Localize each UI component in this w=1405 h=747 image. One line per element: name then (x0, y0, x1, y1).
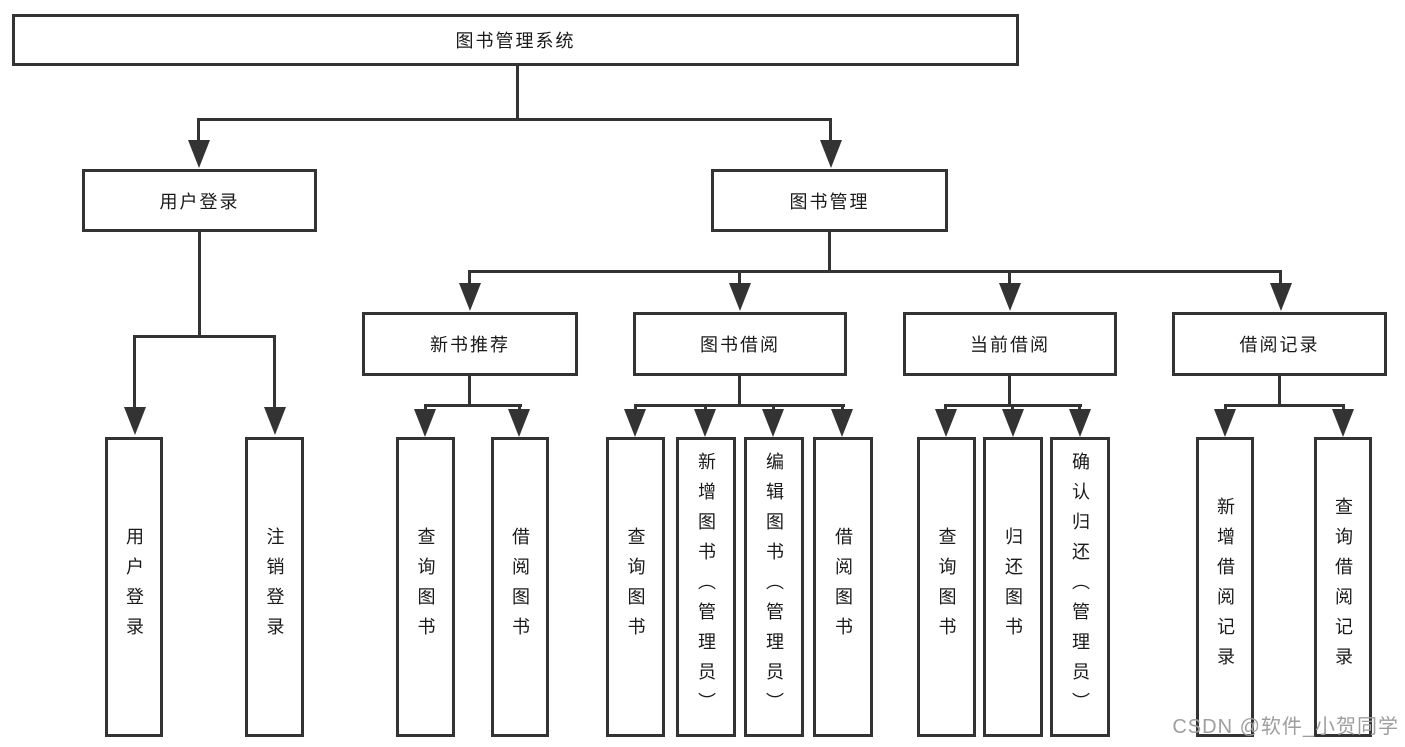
connector-line (738, 270, 741, 285)
node-label: 图书借阅 (700, 335, 780, 355)
connector-line (1011, 404, 1014, 411)
arrow-down-icon (1270, 283, 1292, 311)
node-label: 借阅图书 (510, 527, 530, 647)
arrow-down-icon (1332, 409, 1354, 437)
node-label: 借阅记录 (1239, 335, 1320, 355)
connector-line (424, 404, 427, 411)
connector-line (197, 118, 200, 142)
node-label: 图书管理 (789, 191, 870, 212)
arrow-down-icon (624, 409, 646, 437)
node-label: 新增借阅记录 (1215, 497, 1235, 677)
node-label: 查询图书 (936, 527, 957, 647)
connector-line (1078, 404, 1081, 411)
node-library-system: 图书管理系统 (12, 14, 1019, 66)
connector-line (772, 404, 775, 411)
node-borrow-records: 借阅记录 (1172, 312, 1387, 376)
connector-line (1008, 376, 1011, 406)
connector-line (468, 376, 471, 406)
node-label: 查询图书 (625, 527, 646, 647)
connector-line (273, 335, 276, 409)
connector-line (424, 404, 522, 407)
node-label: 确认归还（管理员） (1070, 452, 1090, 722)
arrow-down-icon (729, 283, 751, 311)
connector-line (1224, 404, 1227, 411)
node-label: 新增图书（管理员） (696, 452, 716, 722)
node-current-borrow: 当前借阅 (903, 312, 1117, 376)
node-book-management: 图书管理 (711, 169, 948, 232)
arrow-down-icon (694, 409, 716, 437)
node-label: 查询图书 (415, 527, 436, 647)
connector-line (133, 335, 276, 338)
arrow-down-icon (188, 140, 210, 168)
arrow-down-icon (459, 283, 481, 311)
arrow-down-icon (264, 407, 286, 435)
csdn-watermark: CSDN @软件_小贺同学 (1172, 716, 1399, 738)
connector-line (738, 376, 741, 406)
node-book-borrow: 图书借阅 (633, 312, 847, 376)
arrow-down-icon (935, 409, 957, 437)
connector-line (944, 404, 947, 411)
node-leaf-query-borrow-record: 查询借阅记录 (1314, 437, 1372, 737)
connector-line (1224, 404, 1345, 407)
node-leaf-add-borrow-record: 新增借阅记录 (1196, 437, 1254, 737)
node-leaf-borrow-book-2: 借阅图书 (813, 437, 873, 737)
connector-line (704, 404, 707, 411)
node-label: 编辑图书（管理员） (764, 452, 784, 722)
node-leaf-return-book: 归还图书 (983, 437, 1043, 737)
connector-line (828, 232, 831, 272)
connector-line (197, 118, 831, 121)
node-label: 当前借阅 (970, 335, 1050, 355)
node-leaf-add-book-admin: 新增图书（管理员） (676, 437, 736, 737)
connector-line (1278, 376, 1281, 406)
connector-line (518, 404, 521, 411)
arrow-down-icon (999, 283, 1021, 311)
node-label: 注销登录 (264, 527, 285, 647)
node-label: 归还图书 (1003, 527, 1023, 647)
node-new-book-recommend: 新书推荐 (362, 312, 578, 376)
connector-line (198, 232, 201, 337)
arrow-down-icon (1214, 409, 1236, 437)
node-leaf-borrow-book-1: 借阅图书 (491, 437, 549, 737)
connector-line (468, 270, 471, 285)
node-label: 用户登录 (159, 191, 240, 212)
connector-line (516, 66, 519, 118)
arrow-down-icon (124, 407, 146, 435)
connector-line (1008, 270, 1011, 285)
node-leaf-edit-book-admin: 编辑图书（管理员） (744, 437, 804, 737)
node-user-login-group: 用户登录 (82, 169, 317, 232)
arrow-down-icon (820, 140, 842, 168)
connector-line (634, 404, 637, 411)
node-label: 新书推荐 (430, 335, 510, 355)
node-label: 图书管理系统 (455, 31, 576, 51)
node-leaf-query-book-1: 查询图书 (396, 437, 455, 737)
node-leaf-logout: 注销登录 (245, 437, 304, 737)
node-leaf-query-book-3: 查询图书 (917, 437, 976, 737)
arrow-down-icon (831, 409, 853, 437)
arrow-down-icon (762, 409, 784, 437)
arrow-down-icon (1002, 409, 1024, 437)
connector-line (1342, 404, 1345, 411)
arrow-down-icon (508, 409, 530, 437)
arrow-down-icon (1069, 409, 1091, 437)
node-leaf-query-book-2: 查询图书 (606, 437, 665, 737)
connector-line (1279, 270, 1282, 285)
node-label: 用户登录 (124, 527, 144, 647)
node-leaf-confirm-return-admin: 确认归还（管理员） (1050, 437, 1110, 737)
arrow-down-icon (414, 409, 436, 437)
node-leaf-user-login: 用户登录 (105, 437, 163, 737)
connector-line (829, 118, 832, 142)
connector-line (841, 404, 844, 411)
connector-line (133, 335, 136, 409)
connector-line (634, 404, 845, 407)
connector-line (468, 270, 1282, 273)
node-label: 查询借阅记录 (1333, 497, 1353, 677)
node-label: 借阅图书 (833, 527, 853, 647)
